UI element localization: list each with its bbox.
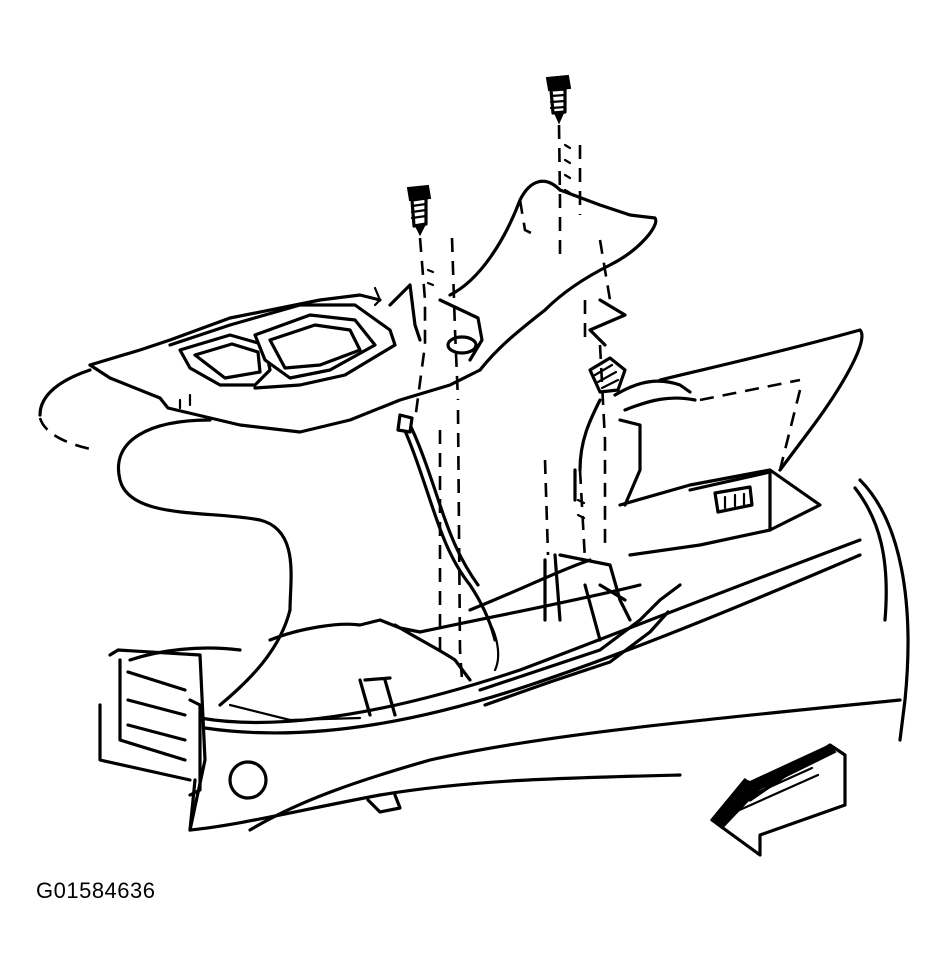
arrow-icon xyxy=(710,743,847,857)
figure-id-label: G01584636 xyxy=(36,878,156,903)
bolt-left xyxy=(406,184,432,237)
console-right-panel xyxy=(573,328,864,557)
bolt-right xyxy=(545,74,572,125)
console-inner-tray xyxy=(128,553,682,722)
console-upper-cover xyxy=(38,179,658,707)
assembly-lines xyxy=(413,124,627,681)
